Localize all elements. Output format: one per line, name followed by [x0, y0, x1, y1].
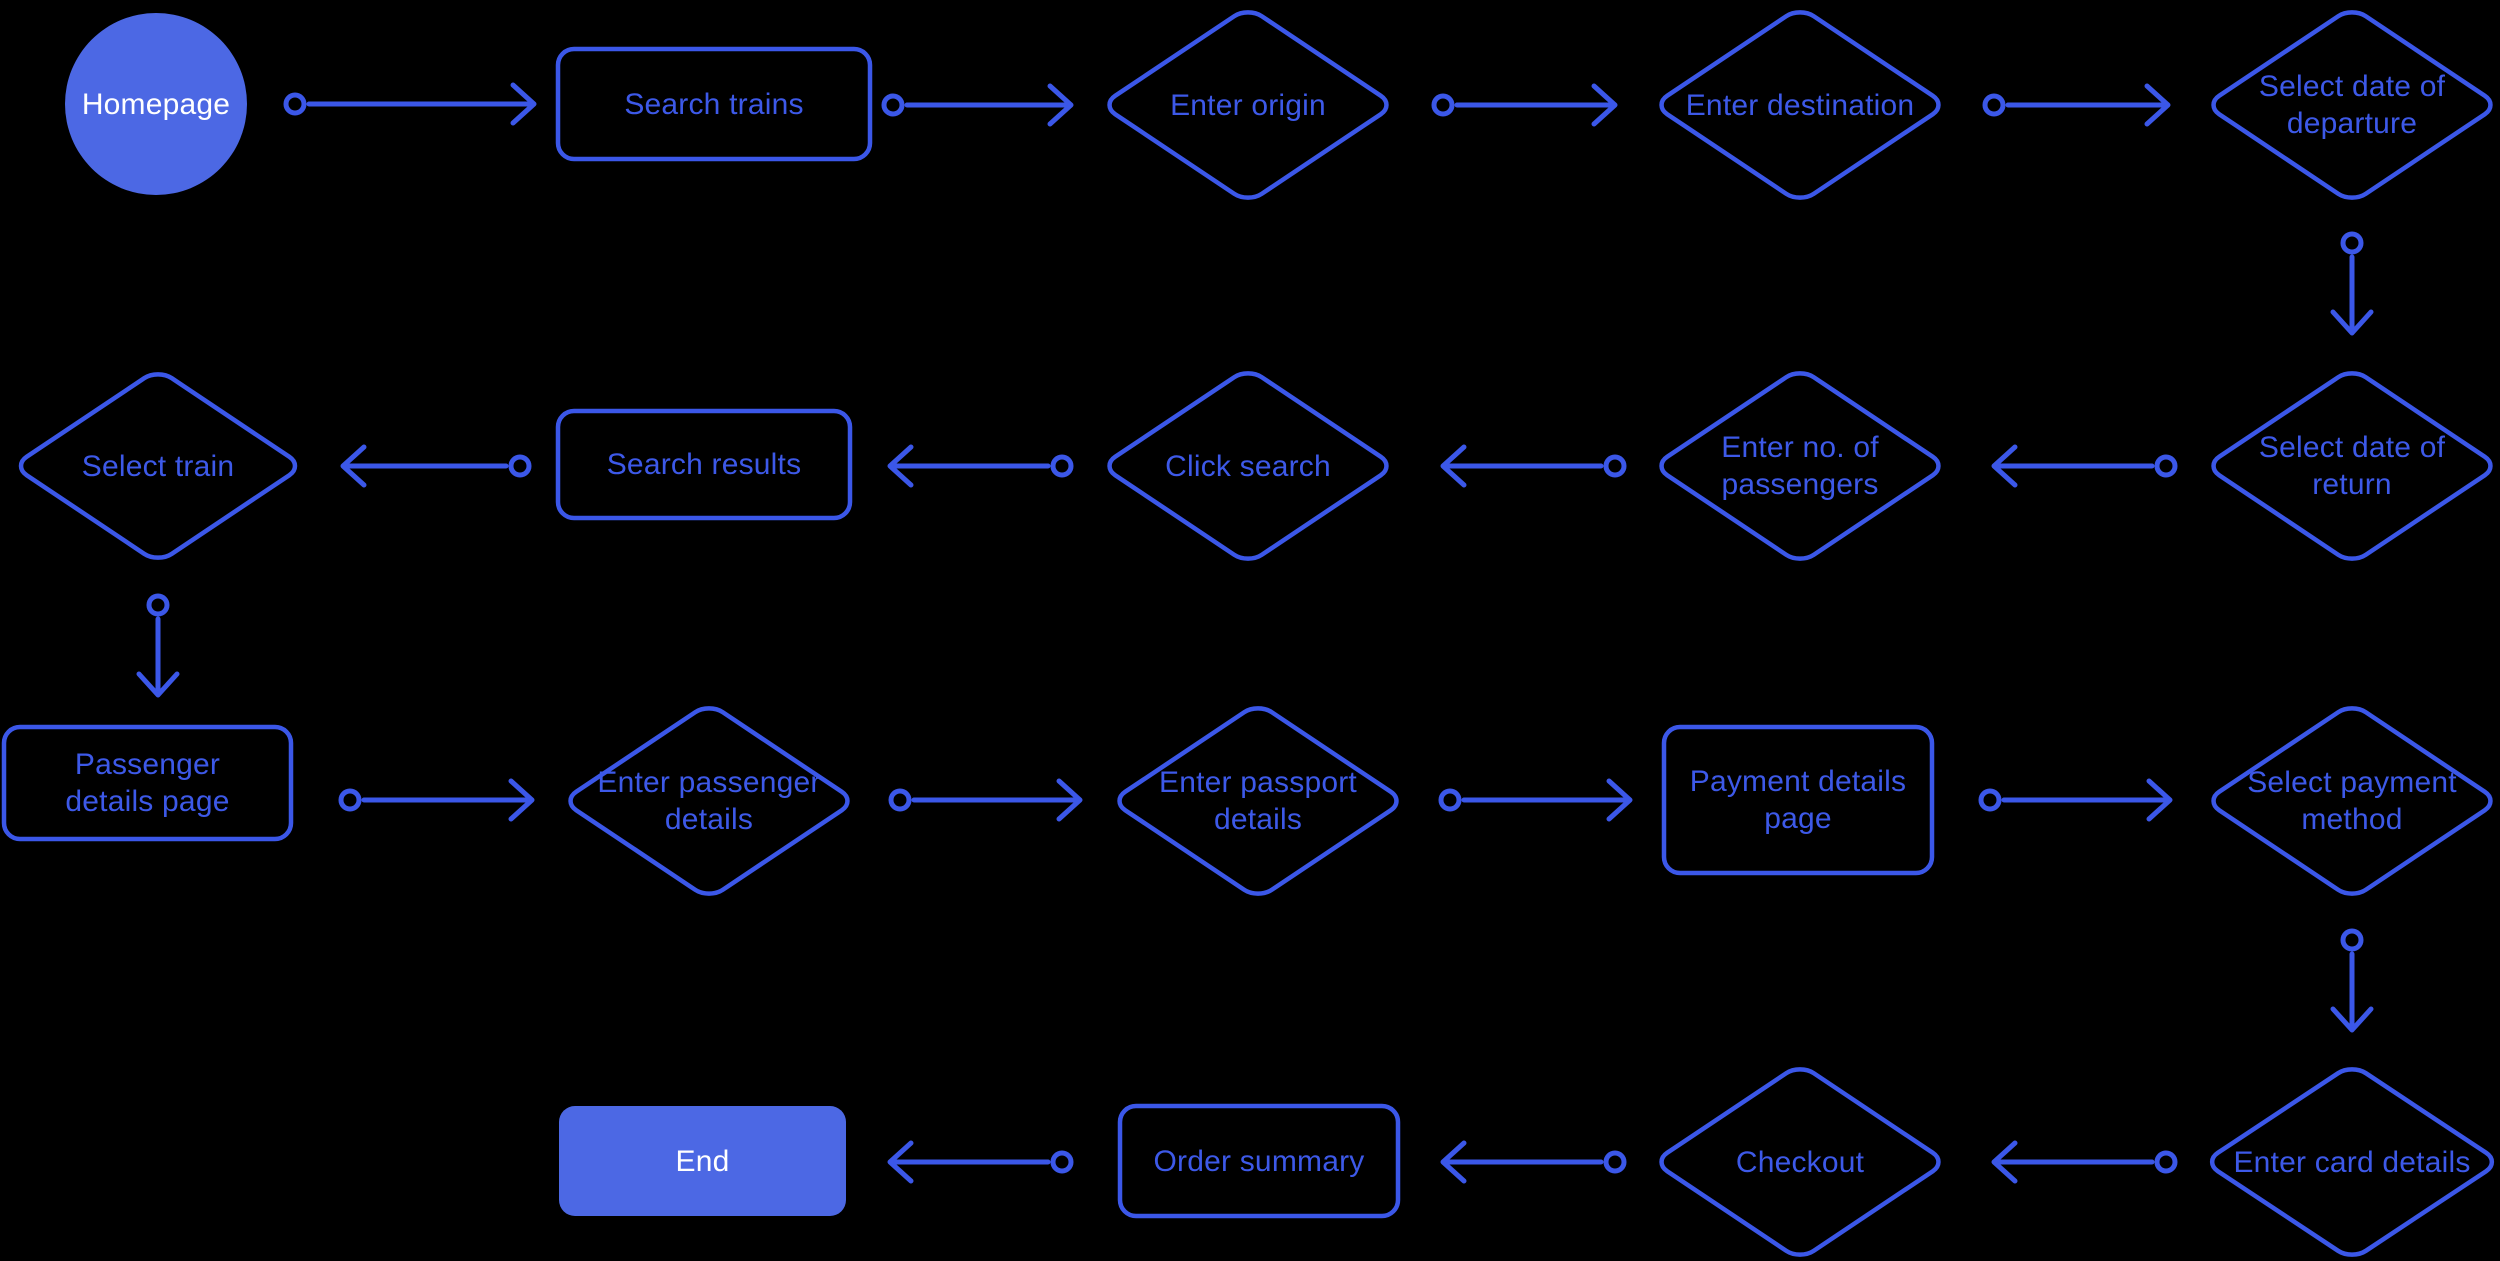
- arrow-checkout-to-order-summary: [1440, 1140, 1627, 1184]
- arrow-enter-destination-to-select-date-of-departure: [1982, 83, 2171, 127]
- arrow-select-date-of-departure-to-select-date-of-return: [2330, 231, 2374, 336]
- node-select-date-of-departure-shape[interactable]: [2205, 7, 2498, 203]
- node-enter-destination-shape[interactable]: [1653, 7, 1946, 203]
- arrow-click-search-to-search-results: [887, 444, 1074, 488]
- node-homepage-shape[interactable]: [65, 13, 247, 195]
- node-passenger-details-page-shape[interactable]: [1, 724, 294, 842]
- arrow-select-date-of-return-to-enter-no-of-passengers: [1991, 444, 2178, 488]
- node-select-payment-method-shape[interactable]: [2205, 703, 2498, 899]
- arrow-select-payment-method-to-enter-card-details: [2330, 928, 2374, 1033]
- node-end-shape[interactable]: [559, 1106, 846, 1216]
- arrow-enter-no-of-passengers-to-click-search: [1440, 444, 1627, 488]
- node-payment-details-page-shape[interactable]: [1661, 724, 1935, 876]
- arrow-enter-passenger-details-to-enter-passport-details: [888, 778, 1083, 822]
- node-checkout-shape[interactable]: [1653, 1064, 1946, 1260]
- node-enter-passenger-details-shape[interactable]: [562, 703, 855, 899]
- node-select-date-of-return-shape[interactable]: [2205, 368, 2498, 564]
- node-search-trains-shape[interactable]: [555, 46, 873, 162]
- node-enter-origin-shape[interactable]: [1101, 7, 1394, 203]
- arrow-enter-card-details-to-checkout: [1991, 1140, 2178, 1184]
- node-click-search-shape[interactable]: [1101, 368, 1394, 564]
- node-search-results-shape[interactable]: [555, 408, 853, 521]
- arrow-homepage-to-search-trains: [283, 82, 537, 126]
- arrow-search-trains-to-enter-origin: [881, 83, 1074, 127]
- arrow-enter-passport-details-to-payment-details-page: [1438, 778, 1633, 822]
- node-enter-passport-details-shape[interactable]: [1111, 703, 1404, 899]
- arrow-passenger-details-page-to-enter-passenger-details: [338, 778, 535, 822]
- node-select-train-shape[interactable]: [13, 369, 303, 563]
- arrow-select-train-to-passenger-details-page: [136, 593, 180, 698]
- arrow-order-summary-to-end: [887, 1140, 1074, 1184]
- arrow-enter-origin-to-enter-destination: [1431, 83, 1618, 127]
- node-enter-no-of-passengers-shape[interactable]: [1653, 368, 1946, 564]
- arrow-payment-details-page-to-select-payment-method: [1978, 778, 2173, 822]
- arrow-search-results-to-select-train: [340, 444, 532, 488]
- node-order-summary-shape[interactable]: [1117, 1103, 1401, 1219]
- node-enter-card-details-shape[interactable]: [2204, 1064, 2500, 1260]
